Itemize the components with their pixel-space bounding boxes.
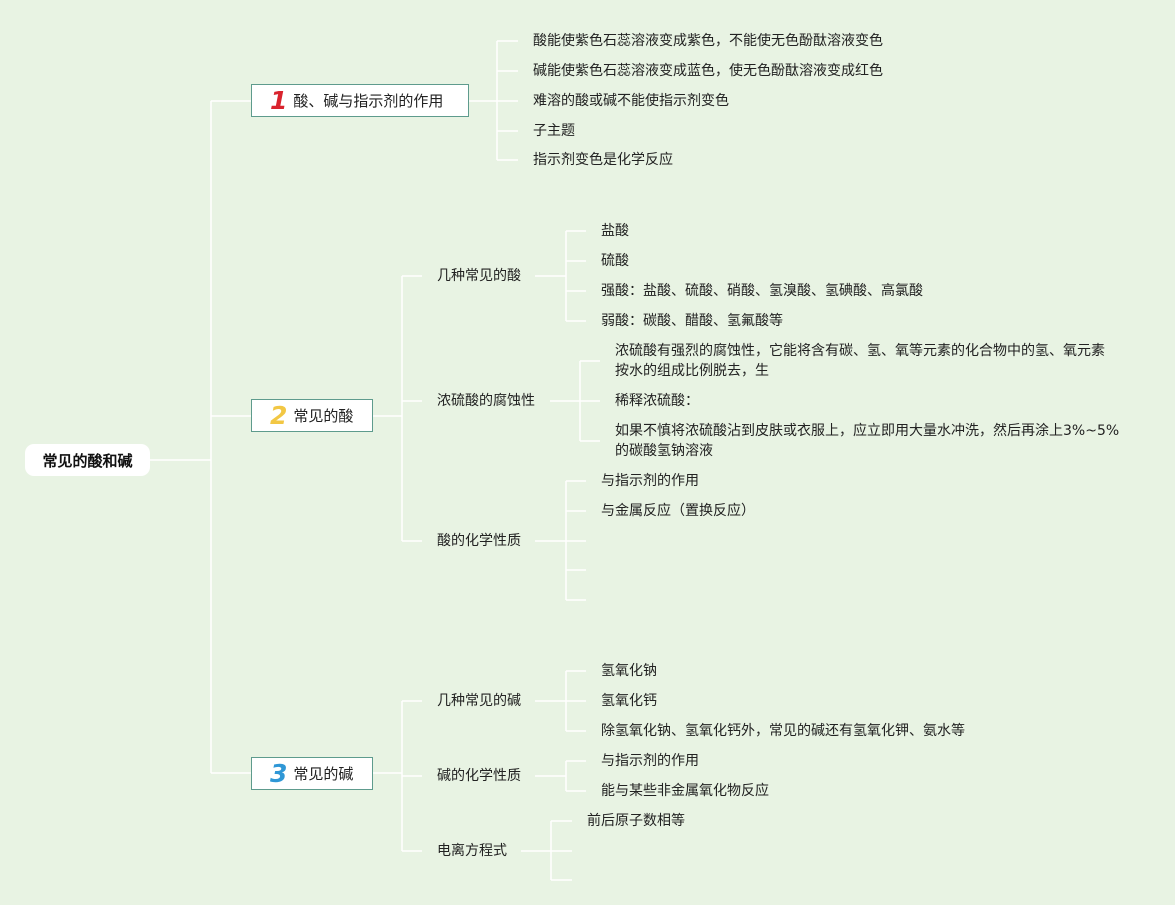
- main-topic-3[interactable]: 3 常见的碱: [251, 757, 373, 790]
- main-topic-1-label: 酸、碱与指示剂的作用: [293, 92, 444, 110]
- connector-base-props: [535, 760, 586, 792]
- main-topic-1[interactable]: 1 酸、碱与指示剂的作用: [251, 84, 469, 117]
- main-topic-2[interactable]: 2 常见的酸: [251, 399, 373, 432]
- leaf-base-1[interactable]: 氢氧化钠: [601, 663, 657, 679]
- subtopic-base-properties[interactable]: 碱的化学性质: [437, 768, 521, 784]
- main-topic-2-label: 常见的酸: [293, 407, 354, 425]
- leaf-base-prop-1[interactable]: 与指示剂的作用: [601, 753, 699, 769]
- leaf-acid-prop-2[interactable]: 与金属反应（置换反应）: [601, 503, 755, 519]
- connector-bases: [535, 670, 586, 732]
- leaf-acid-2[interactable]: 硫酸: [601, 253, 629, 269]
- leaf-corrosion-3[interactable]: 如果不慎将浓硫酸沾到皮肤或衣服上，应立即用大量水冲洗，然后再涂上3%~5% 的碳…: [615, 421, 1119, 461]
- leaf-base-3[interactable]: 除氢氧化钠、氢氧化钙外，常见的碱还有氢氧化钾、氨水等: [601, 723, 965, 739]
- connector-acids: [535, 230, 586, 322]
- number-1-icon: 1: [270, 86, 288, 115]
- connector-corrosion: [550, 360, 600, 442]
- root-topic[interactable]: 常见的酸和碱: [25, 444, 150, 476]
- leaf-corrosion-1-line1: 浓硫酸有强烈的腐蚀性，它能将含有碳、氢、氧等元素的化合物中的氢、氧元素: [615, 343, 1105, 359]
- leaf-ionization-1[interactable]: 前后原子数相等: [587, 813, 685, 829]
- leaf-corrosion-1[interactable]: 浓硫酸有强烈的腐蚀性，它能将含有碳、氢、氧等元素的化合物中的氢、氧元素 按水的组…: [615, 341, 1105, 381]
- leaf-1-4[interactable]: 子主题: [533, 123, 575, 139]
- root-topic-label: 常见的酸和碱: [42, 451, 133, 470]
- leaf-corrosion-1-line2: 按水的组成比例脱去，生: [615, 363, 769, 379]
- connector-topic-2: [372, 275, 422, 542]
- subtopic-ionization-equation[interactable]: 电离方程式: [437, 843, 507, 859]
- leaf-acid-4[interactable]: 弱酸：碳酸、醋酸、氢氟酸等: [601, 313, 783, 329]
- leaf-acid-1[interactable]: 盐酸: [601, 223, 629, 239]
- subtopic-common-acids[interactable]: 几种常见的酸: [437, 268, 521, 284]
- leaf-1-1[interactable]: 酸能使紫色石蕊溶液变成紫色，不能使无色酚酞溶液变色: [533, 33, 883, 49]
- connector-root: [150, 100, 251, 774]
- number-2-icon: 2: [270, 401, 288, 430]
- leaf-1-5[interactable]: 指示剂变色是化学反应: [533, 152, 673, 168]
- leaf-1-3[interactable]: 难溶的酸或碱不能使指示剂变色: [533, 93, 729, 109]
- main-topic-3-label: 常见的碱: [293, 765, 354, 783]
- connector-topic-3: [372, 700, 422, 852]
- subtopic-acid-properties[interactable]: 酸的化学性质: [437, 533, 521, 549]
- leaf-acid-3[interactable]: 强酸：盐酸、硫酸、硝酸、氢溴酸、氢碘酸、高氯酸: [601, 283, 923, 299]
- leaf-corrosion-2[interactable]: 稀释浓硫酸：: [615, 393, 699, 409]
- leaf-acid-prop-1[interactable]: 与指示剂的作用: [601, 473, 699, 489]
- leaf-corrosion-3-line2: 的碳酸氢钠溶液: [615, 443, 713, 459]
- connector-ionization: [521, 820, 572, 881]
- connector-acid-props: [535, 480, 586, 601]
- leaf-corrosion-3-line1: 如果不慎将浓硫酸沾到皮肤或衣服上，应立即用大量水冲洗，然后再涂上3%~5%: [615, 423, 1120, 439]
- leaf-base-2[interactable]: 氢氧化钙: [601, 693, 657, 709]
- subtopic-common-bases[interactable]: 几种常见的碱: [437, 693, 521, 709]
- leaf-base-prop-2[interactable]: 能与某些非金属氧化物反应: [601, 783, 769, 799]
- subtopic-corrosion[interactable]: 浓硫酸的腐蚀性: [437, 393, 535, 409]
- connector-topic-1: [468, 40, 518, 161]
- leaf-1-2[interactable]: 碱能使紫色石蕊溶液变成蓝色，使无色酚酞溶液变成红色: [533, 63, 883, 79]
- number-3-icon: 3: [270, 759, 288, 788]
